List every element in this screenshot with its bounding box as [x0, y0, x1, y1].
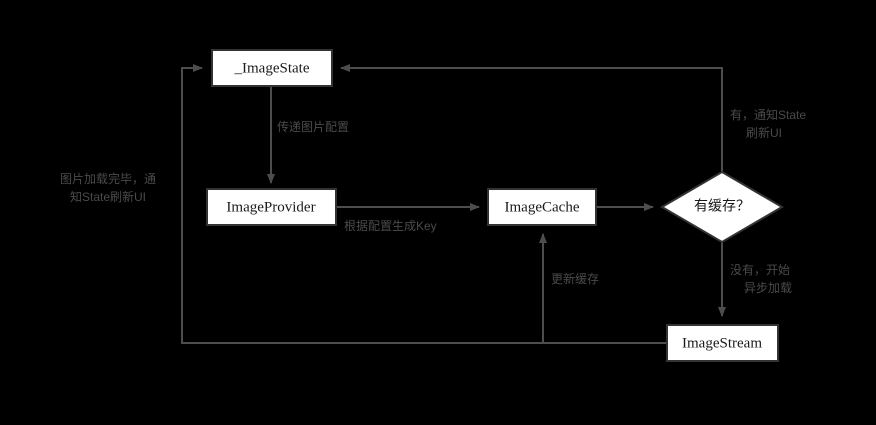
node-image-stream[interactable]: ImageStream [666, 324, 779, 362]
edge-state-to-provider: 传递图片配置 [267, 86, 349, 184]
edge-stream-to-state: 图片加载完毕，通 知State刷新UI [60, 64, 667, 344]
node-image-state[interactable]: _ImageState [211, 49, 333, 87]
edge-label-hascache-to-state-line1: 有，通知State [730, 108, 806, 122]
edge-label-stream-to-cache: 更新缓存 [551, 271, 599, 286]
node-image-provider[interactable]: ImageProvider [206, 188, 337, 226]
edge-label-hascache-to-state-line2: 刷新UI [746, 125, 782, 140]
node-shape [206, 188, 337, 226]
edge-label-state-to-provider: 传递图片配置 [277, 119, 349, 134]
node-shape [487, 188, 597, 226]
node-label-image-cache: ImageCache [505, 199, 580, 215]
node-shape [666, 324, 779, 362]
node-image-cache[interactable]: ImageCache [487, 188, 597, 226]
edge-hascache-to-state: 有，通知State 刷新UI [340, 64, 806, 172]
node-shape [211, 49, 333, 87]
edge-label-hascache-to-stream-line2: 异步加载 [744, 281, 792, 295]
edge-provider-to-cache: 根据配置生成Key [336, 203, 480, 233]
node-label-has-cache: 有缓存？ [694, 198, 750, 214]
node-label-image-state: _ImageState [234, 60, 310, 76]
edge-stream-to-cache: 更新缓存 [539, 233, 599, 343]
edge-hascache-to-stream: 没有，开始 异步加载 [718, 242, 792, 317]
node-label-image-provider: ImageProvider [226, 199, 315, 215]
edge-label-stream-to-state-line1: 图片加载完毕，通 [60, 171, 156, 186]
edge-label-stream-to-state-line2: 知State刷新UI [70, 189, 146, 204]
node-label-image-stream: ImageStream [682, 335, 762, 351]
node-has-cache-decision[interactable]: 有缓存？ [660, 170, 784, 244]
edge-label-provider-to-cache: 根据配置生成Key [344, 219, 437, 233]
node-shape [660, 170, 784, 244]
edge-line [340, 64, 723, 172]
edge-line [181, 64, 667, 344]
edge-label-hascache-to-stream-line1: 没有，开始 [730, 262, 790, 277]
